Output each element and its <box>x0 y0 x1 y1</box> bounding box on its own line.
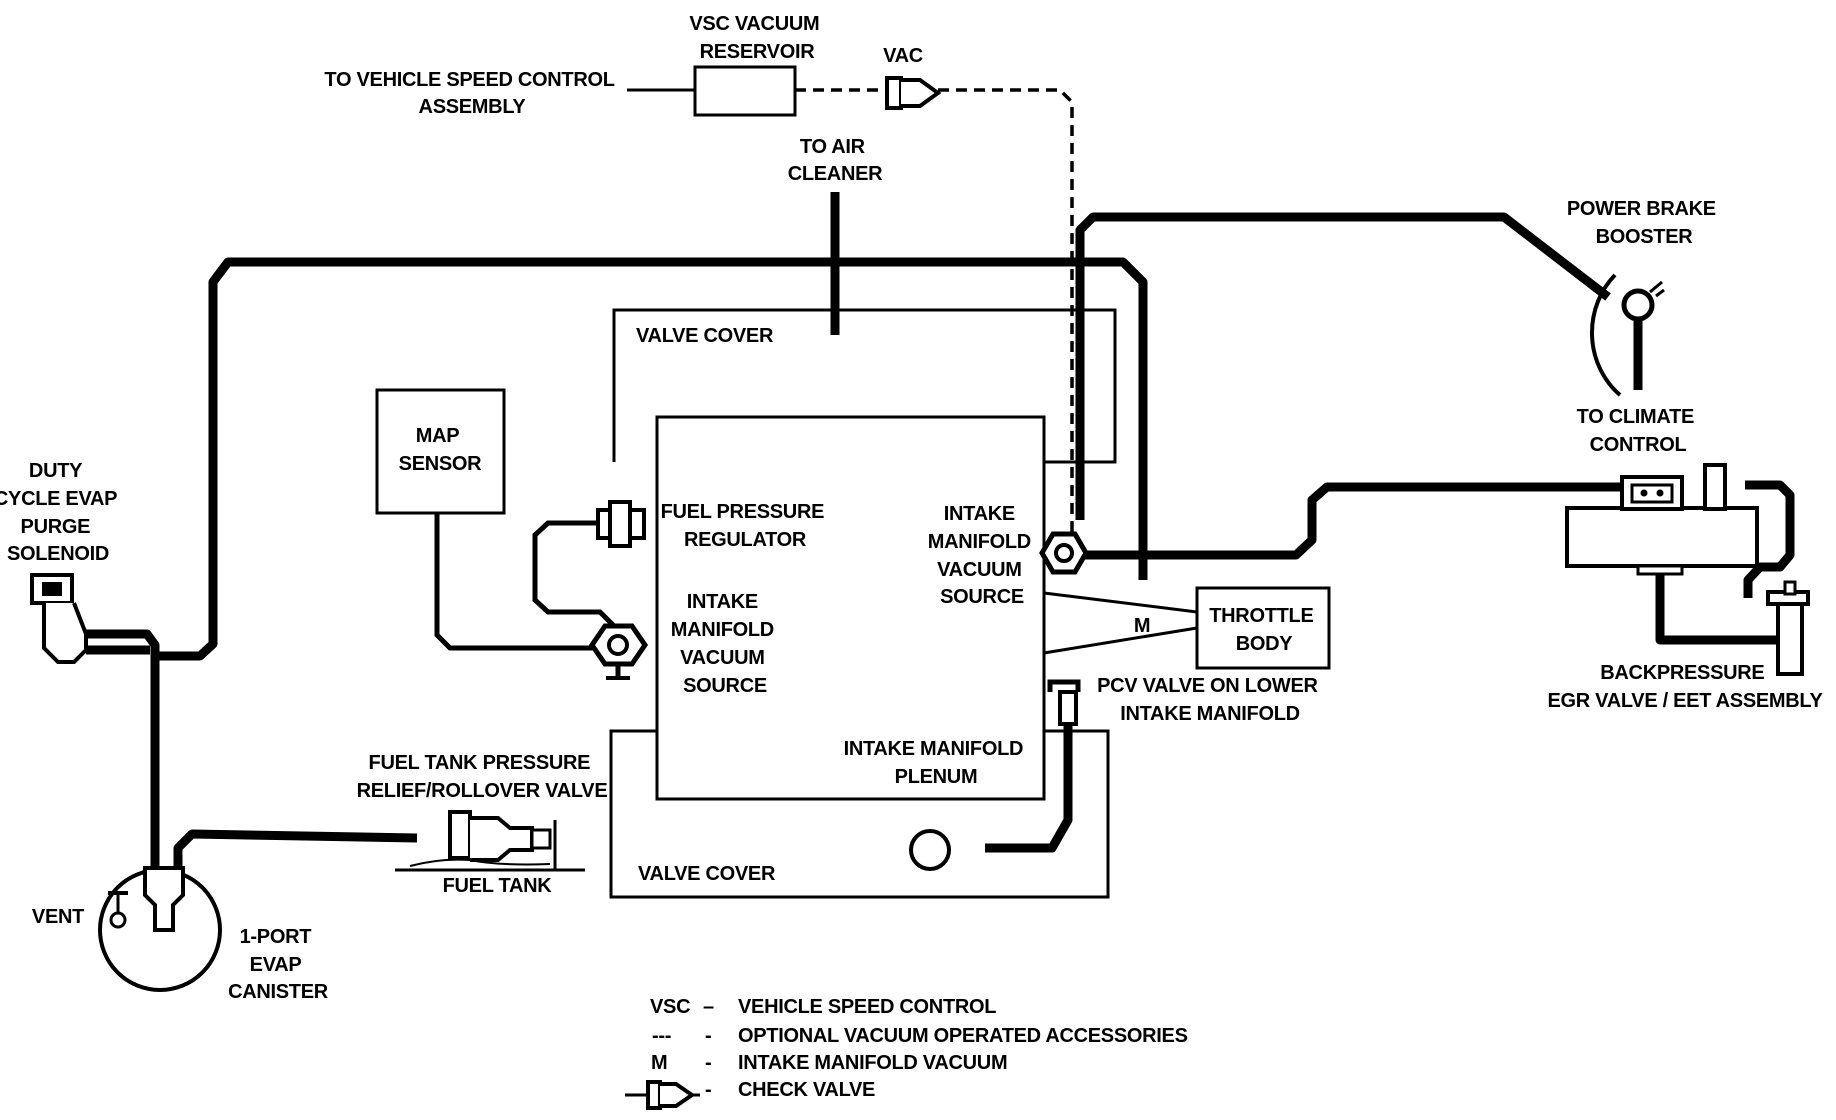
fuel-tank-relief-label: FUEL TANK PRESSURE RELIEF/ROLLOVER VALVE <box>357 752 608 802</box>
egr-transducer-icon <box>1565 463 1759 576</box>
hose-fuel-tank <box>173 829 418 870</box>
hose-main-loop <box>86 257 1148 868</box>
fuel-tank-label: FUEL TANK <box>443 875 553 897</box>
pcv-valve-icon <box>1047 679 1081 726</box>
legend-desc: CHECK VALVE <box>738 1079 875 1101</box>
intake-vacuum-source-left-label: INTAKE MANIFOLD VACUUM SOURCE <box>671 591 779 697</box>
fuel-pressure-regulator-icon <box>596 500 646 548</box>
power-brake-booster-label: POWER BRAKE BOOSTER <box>1567 198 1721 248</box>
intake-manifold-box <box>655 415 1046 801</box>
throttle-body-label: THROTTLE BODY <box>1209 605 1319 655</box>
legend: VSC – VEHICLE SPEED CONTROL --- - OPTION… <box>650 996 1188 1101</box>
evap-canister-label: 1-PORT EVAP CANISTER <box>228 926 329 1003</box>
map-sensor-label: MAP SENSOR <box>399 425 483 475</box>
legend-dash: - <box>705 1025 711 1047</box>
to-vsc-assembly-label: TO VEHICLE SPEED CONTROL ASSEMBLY <box>324 69 619 118</box>
intake-plenum-label: INTAKE MANIFOLD PLENUM <box>844 738 1029 788</box>
legend-check-valve-icon <box>625 1080 700 1110</box>
legend-desc: VEHICLE SPEED CONTROL <box>738 996 996 1018</box>
dashed-vsc-line <box>795 88 1074 548</box>
hose-pcv <box>985 724 1073 853</box>
duty-cycle-solenoid-label: DUTY CYCLE EVAP PURGE SOLENOID <box>0 460 122 565</box>
egr-valve-icon <box>1766 580 1810 676</box>
fuel-pressure-regulator-label: FUEL PRESSURE REGULATOR <box>661 501 830 551</box>
fuel-tank-valve-icon <box>395 810 585 872</box>
pcv-valve-label: PCV VALVE ON LOWER INTAKE MANIFOLD <box>1097 675 1323 725</box>
valve-cover-top-label: VALVE COVER <box>636 325 774 347</box>
backpressure-egr-label: BACKPRESSURE EGR VALVE / EET ASSEMBLY <box>1547 662 1823 712</box>
to-climate-control-label: TO CLIMATE CONTROL <box>1577 406 1700 456</box>
vsc-reservoir-box <box>693 65 797 117</box>
legend-desc: OPTIONAL VACUUM OPERATED ACCESSORIES <box>738 1025 1188 1047</box>
map-sensor-box <box>375 388 506 515</box>
legend-dash: - <box>705 1079 711 1101</box>
to-air-cleaner-label: TO AIR CLEANER <box>788 136 883 185</box>
vac-check-valve-icon <box>885 76 942 110</box>
valve-cover-bottom-label: VALVE COVER <box>638 863 776 885</box>
pcv-port-icon <box>909 829 951 871</box>
hose-brake-booster <box>1075 212 1611 520</box>
vsc-reservoir-label: VSC VACUUM RESERVOIR <box>689 13 824 63</box>
upper-valve-cover <box>612 308 1117 464</box>
vac-label: VAC <box>883 45 923 67</box>
intake-vacuum-source-right-label: INTAKE MANIFOLD VACUUM SOURCE <box>928 503 1036 608</box>
hose-climate-control <box>1078 482 1622 560</box>
manifold-vacuum-fitting-icon <box>1039 531 1089 575</box>
power-brake-booster-icon <box>1589 273 1665 397</box>
vent-label: VENT <box>32 906 84 928</box>
throttle-body-box <box>1195 586 1331 670</box>
legend-key: VSC <box>650 996 690 1018</box>
legend-key: M <box>651 1052 667 1074</box>
evap-canister-icon <box>98 866 222 992</box>
hose-egr-bottom <box>1655 566 1785 645</box>
legend-key: --- <box>652 1025 671 1047</box>
hose-fuel-pressure <box>532 520 618 630</box>
legend-dash: – <box>703 996 714 1018</box>
hose-egr-right <box>1743 480 1795 598</box>
hose-map-sensor <box>434 513 600 651</box>
duty-cycle-solenoid-icon <box>30 573 88 664</box>
legend-desc: INTAKE MANIFOLD VACUUM <box>738 1052 1007 1074</box>
lower-vacuum-fitting-icon <box>588 623 649 680</box>
legend-dash: - <box>705 1052 711 1074</box>
throttle-body-connection <box>1043 591 1198 655</box>
m-marker-label: M <box>1134 615 1150 637</box>
